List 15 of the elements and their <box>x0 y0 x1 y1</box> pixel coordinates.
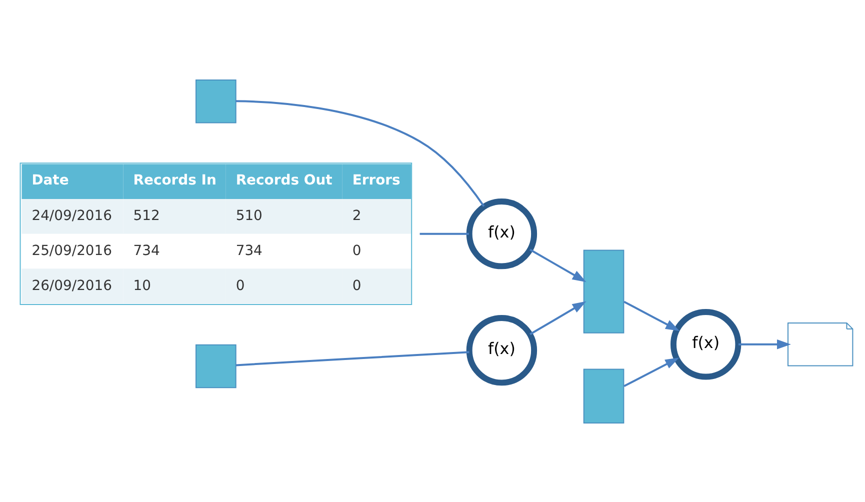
arrow <box>530 248 586 282</box>
connector <box>236 350 470 366</box>
connector <box>236 100 485 206</box>
arrow <box>624 357 680 387</box>
node-circle: f(x) <box>670 308 742 380</box>
node-box <box>196 78 236 123</box>
node-box <box>196 344 236 388</box>
node-box <box>583 368 624 424</box>
node-circle: f(x) <box>466 198 538 269</box>
arrow <box>530 300 586 335</box>
arrow <box>738 338 791 349</box>
node-circle: f(x) <box>466 314 538 386</box>
node-box <box>583 249 624 333</box>
connector <box>420 232 469 234</box>
arrow <box>624 300 680 331</box>
